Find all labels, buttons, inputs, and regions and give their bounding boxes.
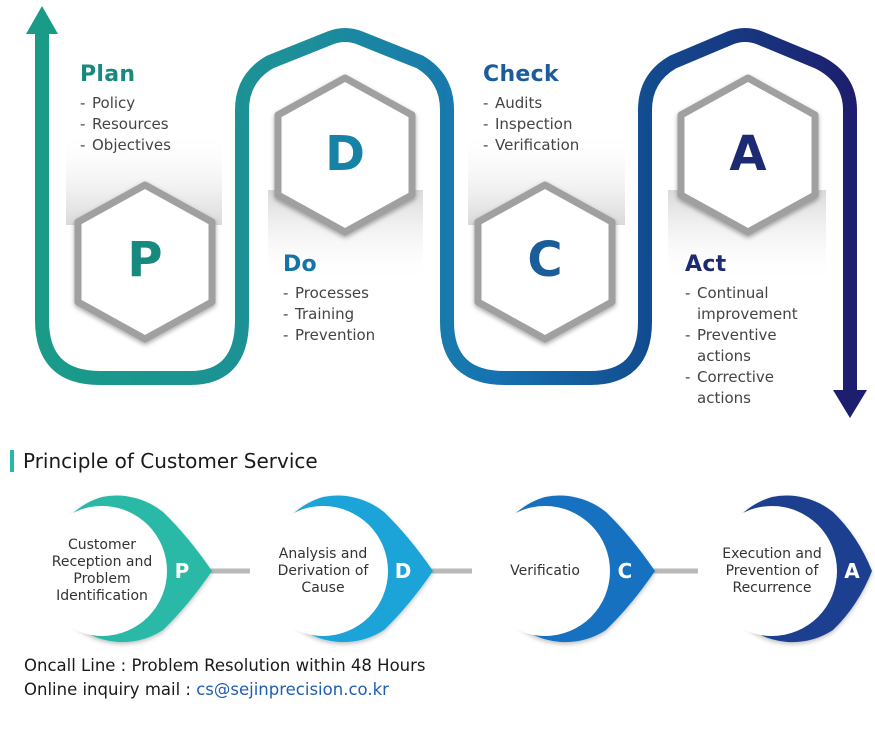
oncall-line: Oncall Line : Problem Resolution within …	[24, 656, 426, 675]
step-text: Execution and Prevention of Recurrence	[722, 545, 822, 596]
step-letter: C	[617, 559, 633, 583]
check-block: Check Audits Inspection Verification	[483, 62, 579, 156]
check-letter: C	[527, 232, 563, 288]
plan-letter: P	[127, 232, 163, 288]
step-text: Analysis and Derivation of Cause	[277, 545, 369, 596]
act-letter: A	[729, 126, 767, 182]
inquiry-mail-link[interactable]: cs@sejinprecision.co.kr	[196, 680, 389, 699]
do-hexagon	[274, 74, 416, 236]
act-hexagon	[677, 74, 819, 236]
section-title: Principle of Customer Service	[10, 450, 318, 472]
do-list: Processes Training Prevention	[283, 283, 375, 346]
inquiry-mail-label: Online inquiry mail :	[24, 680, 197, 699]
check-item: Verification	[483, 135, 579, 156]
step-letter: A	[844, 559, 860, 583]
plan-block: Plan Policy Resources Objectives	[80, 62, 171, 156]
step-inner-circle	[37, 506, 167, 636]
act-item: Preventive actions	[685, 325, 815, 367]
pdca-flow-band	[35, 28, 857, 395]
plan-list: Policy Resources Objectives	[80, 93, 171, 156]
act-item: Corrective actions	[685, 367, 815, 409]
do-title: Do	[283, 252, 317, 277]
act-title: Act	[685, 252, 727, 277]
check-title: Check	[483, 62, 559, 87]
step-inner-circle	[480, 506, 610, 636]
plan-item: Objectives	[80, 135, 171, 156]
do-letter: D	[325, 126, 365, 182]
check-list: Audits Inspection Verification	[483, 93, 579, 156]
do-block: Do Processes Training Prevention	[283, 252, 375, 346]
down-arrow-icon	[833, 390, 867, 418]
act-item: Continual improvement	[685, 283, 815, 325]
step-text: Verificatio	[510, 562, 580, 579]
inquiry-mail-line: Online inquiry mail : cs@sejinprecision.…	[24, 680, 389, 699]
step-inner-circle	[258, 506, 388, 636]
plan-item: Policy	[80, 93, 171, 114]
plan-hexagon	[74, 181, 216, 343]
do-item: Training	[283, 304, 375, 325]
check-item: Audits	[483, 93, 579, 114]
do-item: Processes	[283, 283, 375, 304]
act-block: Act Continual improvement Preventive act…	[685, 252, 815, 409]
step-letter: D	[394, 559, 412, 583]
plan-item: Resources	[80, 114, 171, 135]
act-list: Continual improvement Preventive actions…	[685, 283, 815, 409]
service-process-diagram	[37, 495, 872, 643]
step-letter: P	[174, 559, 190, 583]
check-hexagon	[474, 181, 616, 343]
pdca-cycle-diagram	[26, 6, 867, 418]
step-text: Customer Reception and Problem Identific…	[51, 537, 153, 604]
check-item: Inspection	[483, 114, 579, 135]
plan-title: Plan	[80, 62, 136, 87]
step-inner-circle	[707, 506, 837, 636]
up-arrow-icon	[26, 6, 58, 34]
do-item: Prevention	[283, 325, 375, 346]
